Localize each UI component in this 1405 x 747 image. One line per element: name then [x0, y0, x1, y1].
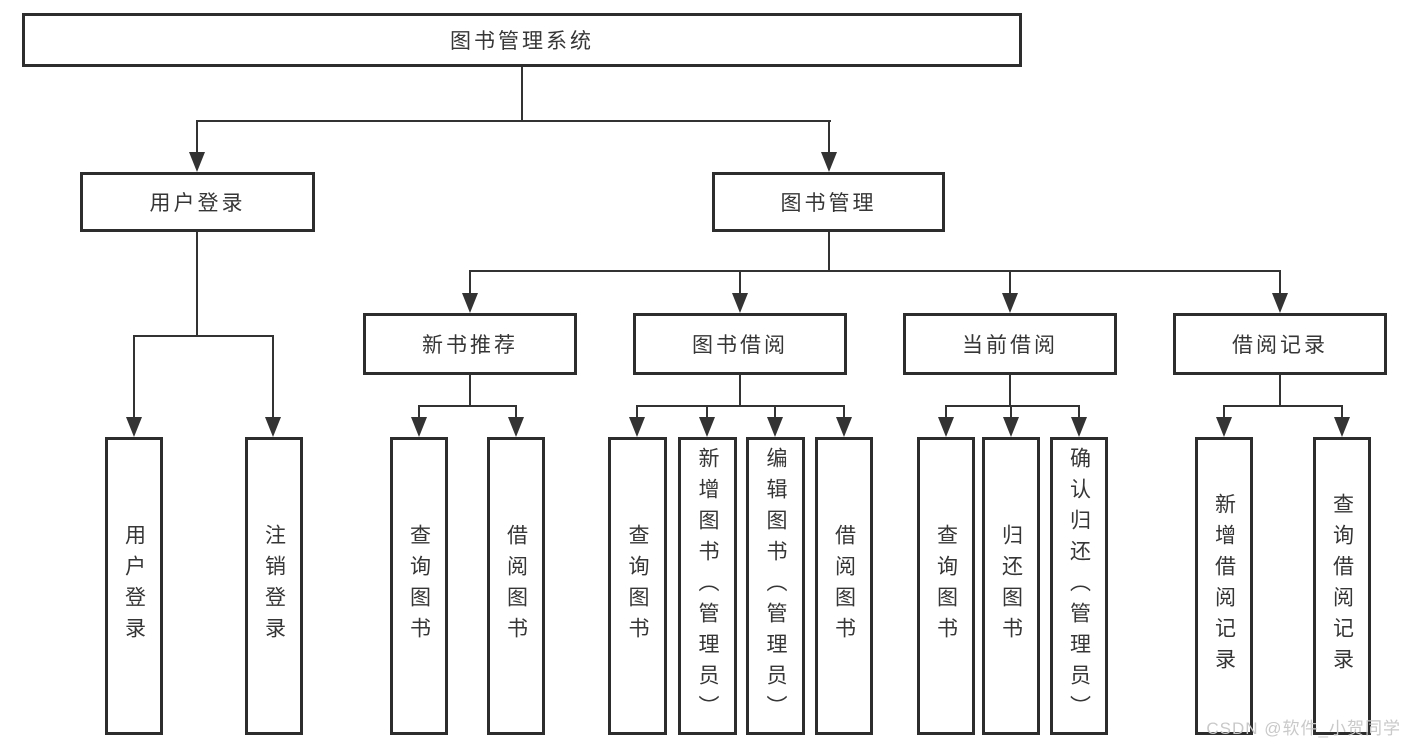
connector-line	[1078, 405, 1080, 419]
arrow-head	[265, 417, 281, 437]
arrow-head	[1003, 417, 1019, 437]
leaf-add-borrow-record: 新增借阅记录	[1195, 437, 1253, 735]
connector-line	[196, 120, 831, 122]
leaf-label: 查询图书	[934, 524, 958, 648]
arrow-head	[767, 417, 783, 437]
node-label: 当前借阅	[962, 334, 1058, 357]
connector-line	[1009, 374, 1011, 407]
connector-line	[133, 335, 135, 419]
leaf-label: 借阅图书	[504, 524, 528, 648]
leaf-label: 归还图书	[999, 524, 1023, 648]
leaf-label: 用户登录	[122, 524, 146, 648]
leaf-label: 新增借阅记录	[1212, 493, 1236, 679]
arrow-head	[1272, 293, 1288, 313]
arrow-head	[836, 417, 852, 437]
connector-line	[636, 405, 638, 419]
connector-line	[1279, 374, 1281, 407]
connector-line	[739, 270, 741, 296]
connector-line	[739, 374, 741, 407]
leaf-borrow-books: 借阅图书	[815, 437, 873, 735]
arrow-head	[1216, 417, 1232, 437]
connector-line	[133, 335, 274, 337]
arrow-head	[508, 417, 524, 437]
arrow-head	[938, 417, 954, 437]
connector-line	[706, 405, 708, 419]
arrow-head	[462, 293, 478, 313]
leaf-user-login: 用户登录	[105, 437, 163, 735]
arrow-head	[189, 152, 205, 172]
arrow-head	[699, 417, 715, 437]
node-current-borrow: 当前借阅	[903, 313, 1117, 375]
connector-line	[196, 231, 198, 337]
connector-line	[828, 120, 830, 154]
watermark: CSDN @软件_小贺同学	[1206, 719, 1401, 738]
connector-line	[469, 270, 1281, 272]
connector-line	[1010, 405, 1012, 419]
arrow-head	[732, 293, 748, 313]
leaf-label: 确认归还（管理员）	[1067, 446, 1091, 726]
arrow-head	[411, 417, 427, 437]
leaf-edit-book-admin: 编辑图书（管理员）	[746, 437, 805, 735]
leaf-query-borrow-record: 查询借阅记录	[1313, 437, 1371, 735]
connector-line	[521, 66, 523, 122]
node-book-management: 图书管理	[712, 172, 945, 232]
connector-line	[843, 405, 845, 419]
connector-line	[1341, 405, 1343, 419]
connector-line	[469, 270, 471, 296]
arrow-head	[1002, 293, 1018, 313]
leaf-label: 查询图书	[626, 524, 649, 648]
connector-line	[945, 405, 947, 419]
leaf-add-book-admin: 新增图书（管理员）	[678, 437, 737, 735]
connector-line	[1009, 270, 1011, 296]
connector-line	[469, 374, 471, 407]
node-label: 图书管理系统	[450, 30, 594, 53]
connector-line	[1279, 270, 1281, 296]
node-book-borrow: 图书借阅	[633, 313, 847, 375]
arrow-head	[126, 417, 142, 437]
node-borrow-records: 借阅记录	[1173, 313, 1387, 375]
leaf-borrow-books-recommend: 借阅图书	[487, 437, 545, 735]
connector-line	[1223, 405, 1343, 407]
node-label: 借阅记录	[1232, 334, 1328, 357]
connector-line	[1223, 405, 1225, 419]
leaf-label: 编辑图书（管理员）	[764, 446, 787, 726]
connector-line	[418, 405, 420, 419]
leaf-label: 借阅图书	[832, 524, 856, 648]
node-label: 图书借阅	[692, 334, 788, 357]
leaf-query-books-current: 查询图书	[917, 437, 975, 735]
node-new-book-recommend: 新书推荐	[363, 313, 577, 375]
node-user-login: 用户登录	[80, 172, 315, 232]
node-label: 新书推荐	[422, 334, 518, 357]
leaf-label: 查询借阅记录	[1330, 493, 1354, 679]
leaf-logout: 注销登录	[245, 437, 303, 735]
arrow-head	[1071, 417, 1087, 437]
connector-line	[774, 405, 776, 419]
arrow-head	[821, 152, 837, 172]
leaf-label: 注销登录	[262, 524, 286, 648]
node-label: 图书管理	[780, 192, 877, 215]
leaf-return-book: 归还图书	[982, 437, 1040, 735]
connector-line	[945, 405, 1080, 407]
leaf-label: 查询图书	[407, 524, 431, 648]
node-root: 图书管理系统	[22, 13, 1022, 67]
leaf-query-books-borrow: 查询图书	[608, 437, 667, 735]
connector-line	[828, 231, 830, 272]
leaf-confirm-return-admin: 确认归还（管理员）	[1050, 437, 1108, 735]
connector-line	[196, 120, 198, 154]
arrow-head	[1334, 417, 1350, 437]
arrow-head	[629, 417, 645, 437]
leaf-query-books-recommend: 查询图书	[390, 437, 448, 735]
connector-line	[515, 405, 517, 419]
node-label: 用户登录	[149, 192, 246, 215]
leaf-label: 新增图书（管理员）	[696, 446, 719, 726]
connector-line	[636, 405, 845, 407]
connector-line	[272, 335, 274, 419]
connector-line	[418, 405, 517, 407]
